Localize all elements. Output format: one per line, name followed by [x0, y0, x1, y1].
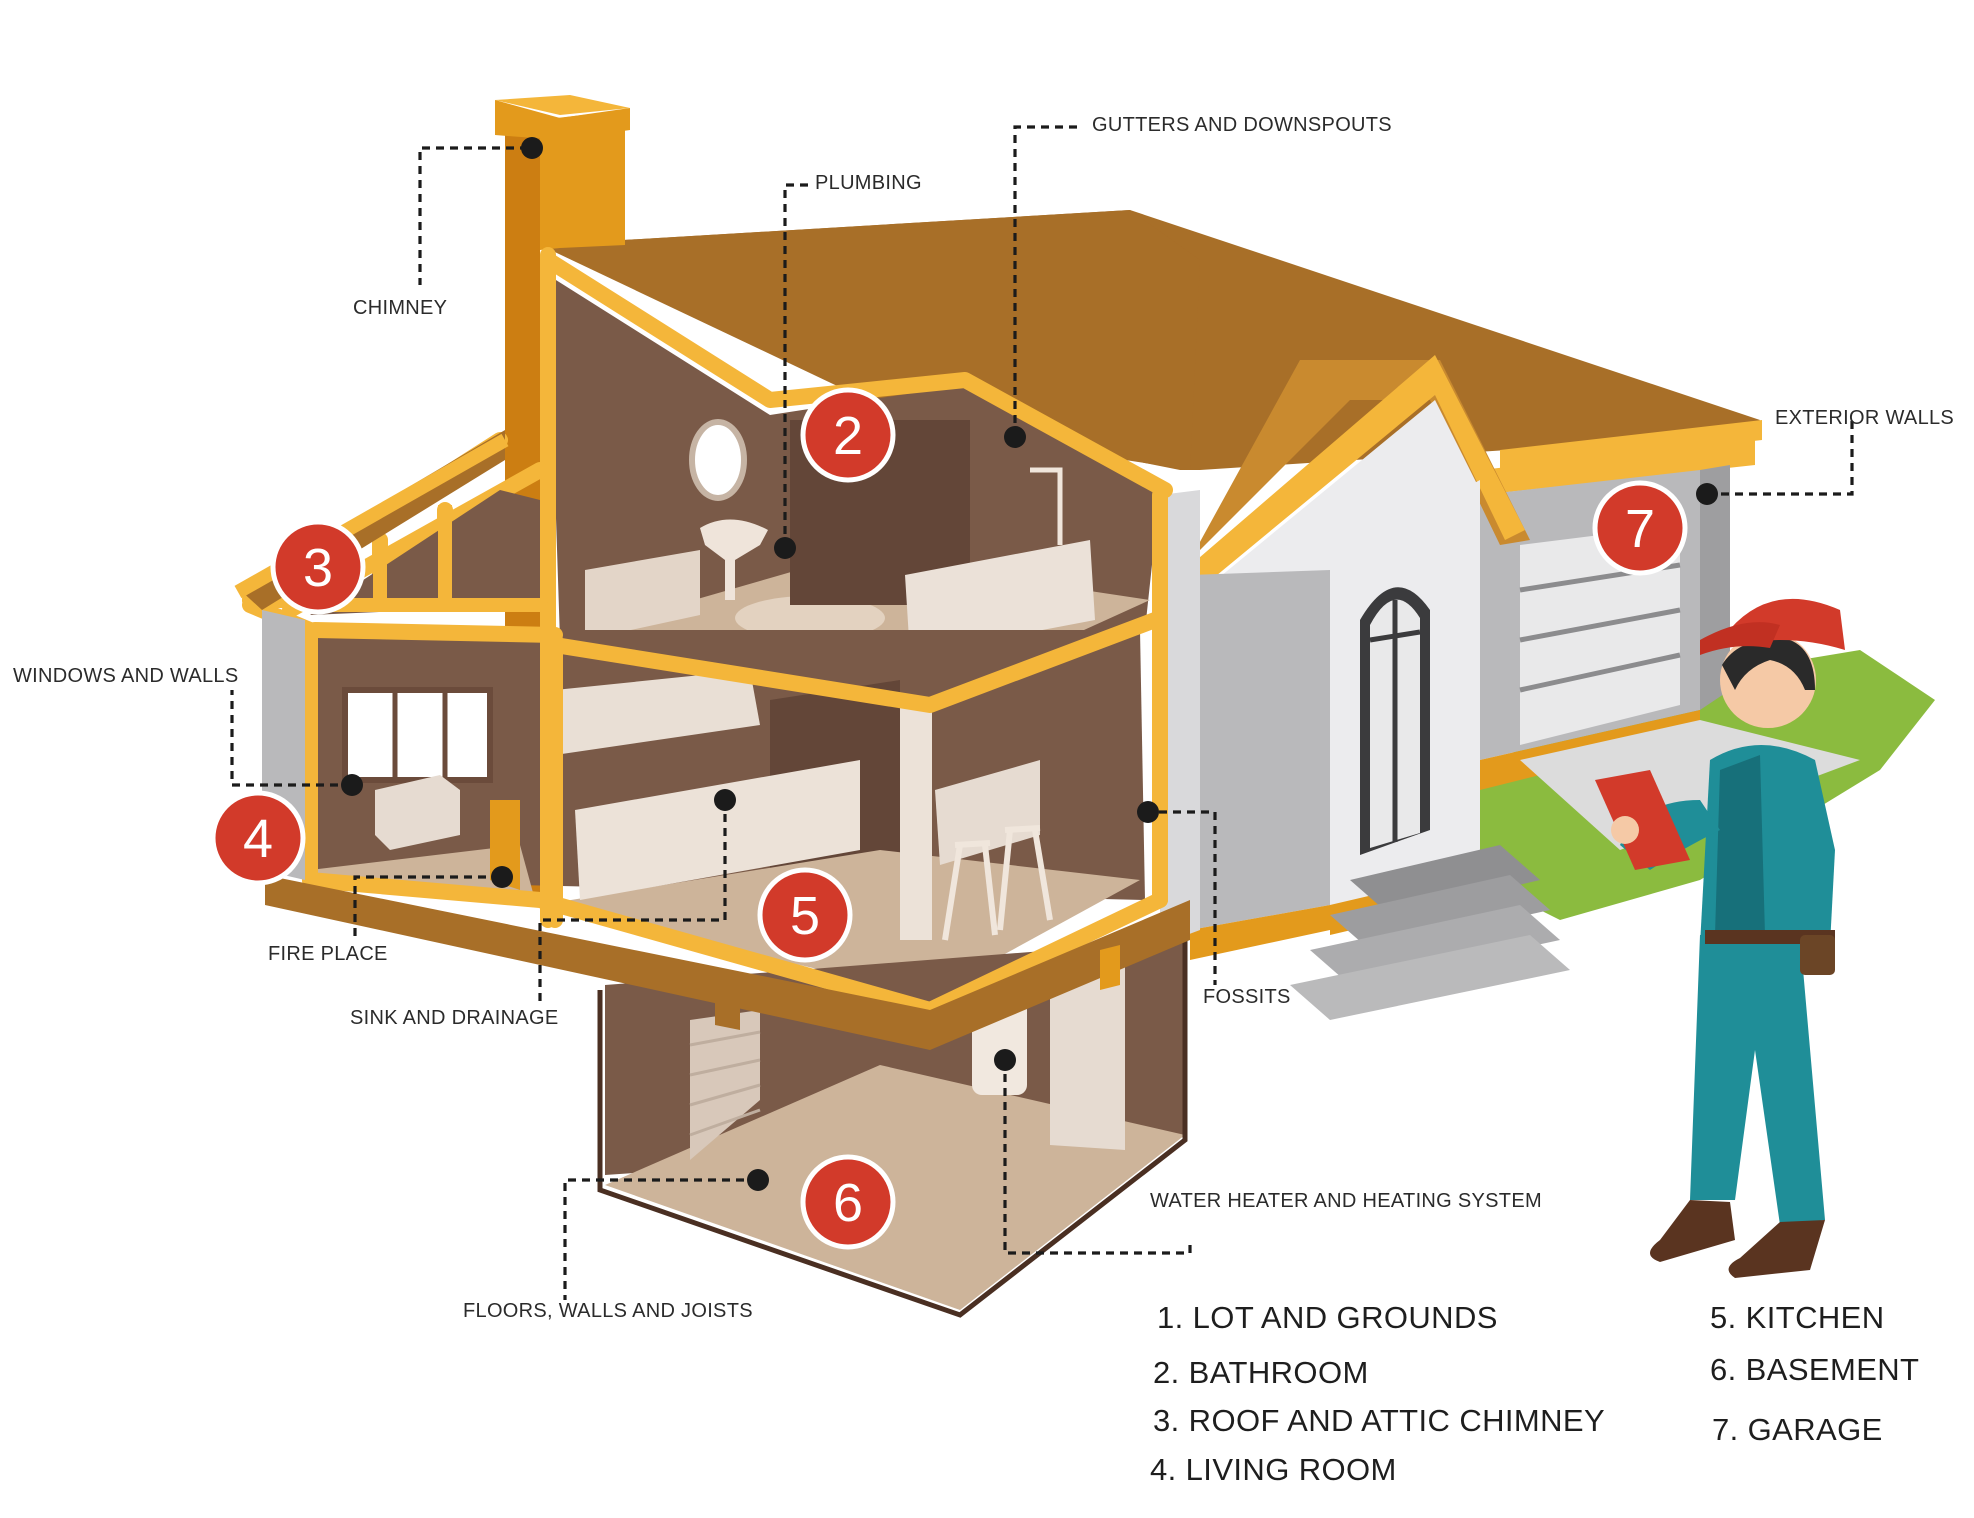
shower-head	[1030, 467, 1063, 545]
svg-text:6: 6	[833, 1173, 863, 1233]
bath-sink	[700, 519, 768, 600]
label-exterior-walls: EXTERIOR WALLS	[1775, 407, 1955, 429]
floor-slab	[265, 875, 1190, 1050]
badge-7: 7	[1592, 480, 1688, 576]
leader-lines	[230, 125, 1854, 1300]
kitchen-counter	[575, 760, 860, 900]
legend-item-kitchen: 5. KITCHEN	[1710, 1300, 1885, 1335]
legend-item-basement: 6. BASEMENT	[1710, 1352, 1920, 1387]
legend-item-roof-and-attic: 3. ROOF AND ATTIC CHIMNEY	[1153, 1403, 1606, 1438]
garage-door	[1520, 525, 1680, 745]
label-water-heater: WATER HEATER AND HEATING SYSTEM	[1150, 1190, 1542, 1212]
main-right-wall	[1160, 490, 1200, 945]
svg-text:3: 3	[303, 538, 333, 598]
svg-text:4: 4	[243, 809, 273, 869]
bathtub	[905, 540, 1095, 655]
front-gable-frame	[1185, 355, 1525, 585]
label-floors-walls-joists: FLOORS, WALLS AND JOISTS	[463, 1300, 753, 1322]
svg-text:7: 7	[1625, 499, 1655, 559]
cap-brim	[1700, 622, 1780, 655]
worker-hair	[1722, 639, 1815, 690]
svg-text:5: 5	[790, 886, 820, 946]
bar-stools	[942, 825, 1053, 941]
left-wing-attic	[310, 490, 540, 615]
slab-post-right	[1100, 945, 1120, 990]
badge-4: 4	[210, 790, 306, 886]
label-chimney: CHIMNEY	[353, 297, 448, 319]
label-fossits: FOSSITS	[1203, 986, 1291, 1008]
legend-item-bathroom: 2. BATHROOM	[1153, 1355, 1369, 1390]
leader-dots	[341, 137, 1718, 1191]
basement-shelf	[1050, 940, 1125, 1150]
front-side-wall	[1190, 570, 1330, 930]
chimney-cap	[495, 100, 630, 140]
label-plumbing: PLUMBING	[815, 172, 922, 194]
upper-roof-top	[540, 210, 1200, 470]
front-steps	[1290, 845, 1570, 1020]
label-sink-and-drainage: SINK AND DRAINAGE	[350, 1007, 559, 1029]
worker-boot-left	[1650, 1200, 1735, 1262]
garage-fascia-2	[1480, 440, 1755, 495]
badge-3: 3	[270, 519, 366, 615]
basement-floor	[605, 1065, 1185, 1310]
worker-vest	[1715, 755, 1765, 935]
legend-item-garage: 7. GARAGE	[1712, 1412, 1883, 1447]
inspector-figure	[1595, 598, 1845, 1278]
basement-stairs	[690, 1010, 760, 1160]
armchair	[375, 775, 460, 850]
chimney-upper	[540, 110, 625, 250]
bath-rug	[735, 596, 885, 640]
bath-mirror	[689, 419, 747, 501]
living-window	[342, 687, 493, 783]
kitchen-upper-cabinets	[555, 670, 760, 755]
label-fire-place: FIRE PLACE	[268, 943, 388, 965]
label-gutters-and-downspouts: GUTTERS AND DOWNSPOUTS	[1092, 114, 1392, 136]
kitchen-island	[935, 760, 1040, 865]
basement-outline	[597, 940, 1188, 1318]
bath-cabinet	[585, 550, 700, 640]
slab-post-left	[715, 985, 740, 1030]
chimney-top	[495, 95, 630, 115]
worker-boot-right	[1728, 1220, 1825, 1278]
badge-5: 5	[757, 867, 853, 963]
svg-text:2: 2	[833, 406, 863, 466]
living-floor	[310, 845, 535, 900]
badge-2: 2	[800, 387, 896, 483]
garage-roof-fascia	[1500, 420, 1762, 470]
kitchen-pillar	[900, 700, 932, 940]
worker-pouch	[1800, 935, 1835, 975]
worker-hand	[1611, 816, 1639, 844]
clipboard	[1595, 770, 1690, 870]
label-windows-and-walls: WINDOWS AND WALLS	[13, 665, 239, 687]
worker-legs	[1690, 935, 1825, 1225]
legend-item-lot-and-grounds: 1. LOT AND GROUNDS	[1157, 1300, 1498, 1335]
front-foundation	[1190, 905, 1330, 960]
badge-6: 6	[800, 1154, 896, 1250]
legend-item-living-room: 4. LIVING ROOM	[1150, 1452, 1397, 1487]
